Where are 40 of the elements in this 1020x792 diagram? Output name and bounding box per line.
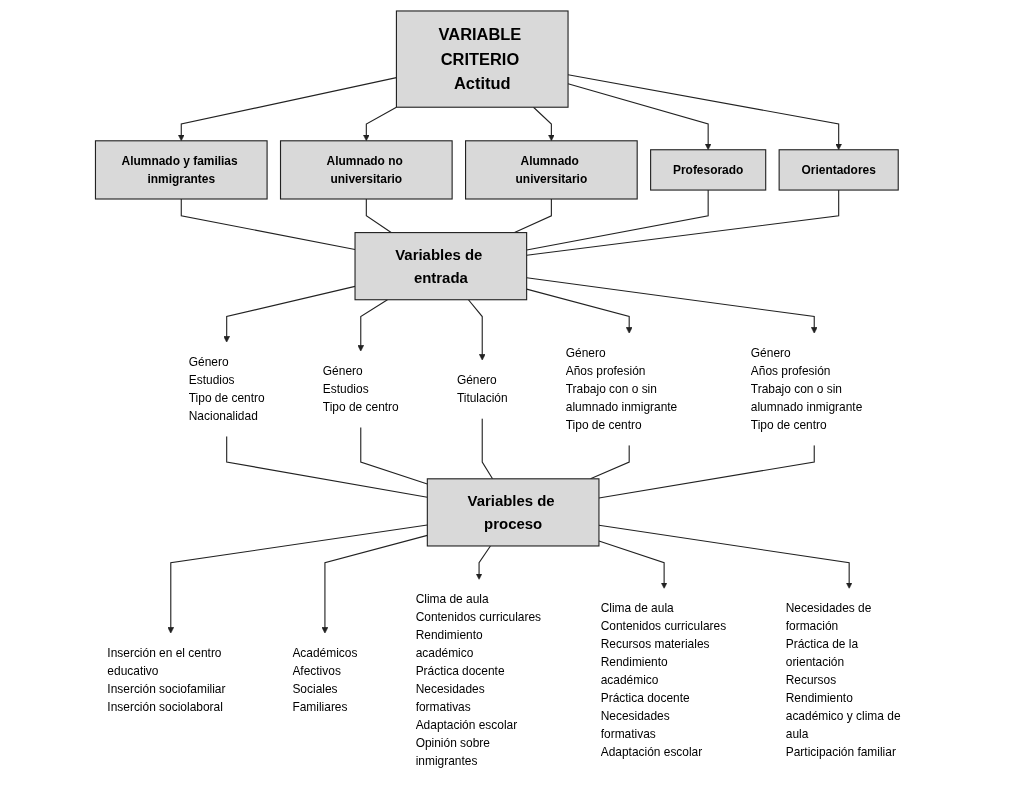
- arrow: [357, 299, 389, 352]
- node-text: Género Titulación: [456, 373, 508, 405]
- node-text: Académicos Afectivos Sociales Familiares: [292, 646, 358, 714]
- node-box: Variables de proceso: [426, 478, 600, 547]
- connector: [360, 426, 428, 485]
- connector: [226, 435, 428, 498]
- connector: [598, 444, 815, 499]
- node-box: Alumnado universitario: [465, 140, 638, 200]
- node-box: Alumnado no universitario: [279, 140, 453, 200]
- node-text: Inserción en el centro educativo Inserción sociofamiliar Inserción sociolaboral: [107, 646, 226, 714]
- arrow: [363, 106, 397, 142]
- connector: [526, 189, 709, 251]
- arrow: [467, 299, 486, 361]
- arrow: [532, 106, 555, 142]
- node-text: Necesidades de formación Práctica de la orientación Recursos Rendimiento académico y clima de aula Participación familiar: [785, 601, 901, 758]
- node-box: Orientadores: [778, 149, 899, 191]
- node-box: Alumnado y familias inmigrantes: [94, 140, 268, 200]
- node-text: Género Estudios Tipo de centro: [322, 364, 399, 414]
- node-text: Género Años profesión Trabajo con o sin alumnado inmigrante Tipo de centro: [565, 346, 678, 432]
- arrow: [526, 277, 818, 334]
- connector: [526, 189, 840, 256]
- connector: [514, 198, 552, 234]
- node-box: Profesorado: [650, 149, 767, 191]
- arrow: [598, 524, 853, 589]
- arrow: [223, 285, 356, 343]
- arrow: [598, 540, 668, 589]
- arrow: [178, 77, 397, 142]
- node-text: Género Estudios Tipo de centro Nacionalidad: [188, 355, 265, 423]
- node-text: Clima de aula Contenidos curriculares Recursos materiales Rendimiento académico Práctica docente Necesidades formativas Adaptación escolar: [600, 601, 727, 758]
- connector: [365, 198, 392, 234]
- node-text: Clima de aula Contenidos curriculares Rendimiento académico Práctica docente Necesidades formativas Adaptación escolar Opinión sobre inmigrantes: [415, 592, 542, 767]
- arrow: [167, 524, 428, 634]
- node-box: Variables de entrada: [354, 232, 528, 301]
- connector: [180, 198, 356, 251]
- node-text: Género Años profesión Trabajo con o sin alumnado inmigrante Tipo de centro: [750, 346, 863, 432]
- arrow: [526, 288, 633, 334]
- node-box: VARIABLE CRITERIO Actitud: [395, 10, 569, 108]
- connector: [481, 417, 494, 480]
- arrow: [475, 545, 491, 580]
- arrow: [321, 534, 428, 634]
